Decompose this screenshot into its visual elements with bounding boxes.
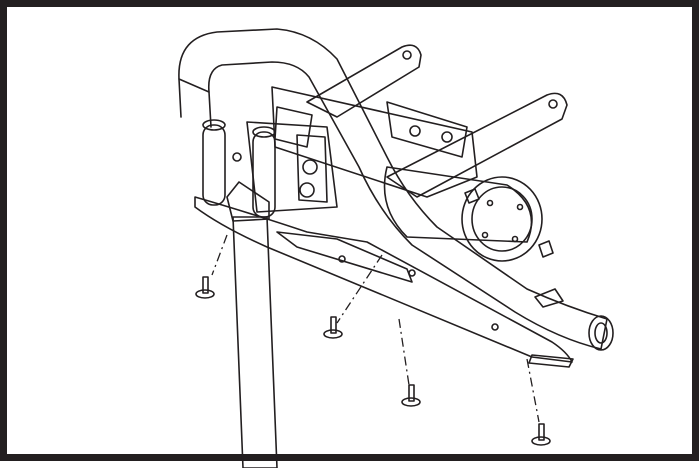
winch-strap <box>226 181 278 468</box>
skid-plate <box>194 196 574 368</box>
assembly-illustration <box>178 28 614 468</box>
alignment-lines <box>211 234 540 423</box>
fairlead-rollers <box>202 119 338 218</box>
bolt-4 <box>531 423 551 446</box>
bolt-1 <box>195 276 215 299</box>
bolt-3 <box>401 384 421 407</box>
winch-motor <box>383 166 554 262</box>
bolt-2 <box>323 316 343 339</box>
bumper-tube <box>178 28 614 351</box>
upper-bracket <box>306 44 568 198</box>
